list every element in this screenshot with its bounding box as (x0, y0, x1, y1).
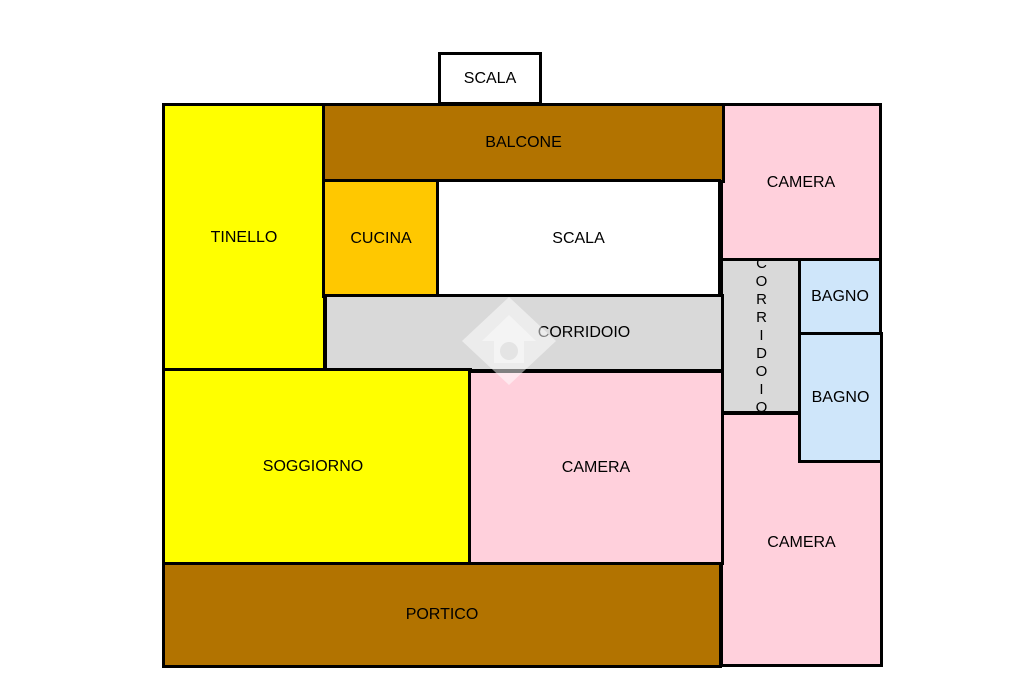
room-bagno-1: BAGNO (798, 258, 882, 336)
room-portico-label: PORTICO (405, 606, 479, 623)
room-camera-center-label: CAMERA (561, 458, 631, 476)
room-camera-center: CAMERA (468, 370, 724, 565)
room-soggiorno-label: SOGGIORNO (262, 457, 364, 475)
room-soggiorno: SOGGIORNO (162, 368, 472, 565)
room-tinello: TINELLO (162, 103, 326, 373)
room-scala-top: SCALA (438, 52, 542, 105)
house-watermark-icon (462, 297, 556, 385)
room-camera-bottom-right-label: CAMERA (767, 533, 836, 551)
room-corridoio-vertical: CORRIDOIO (720, 255, 803, 417)
room-portico: PORTICO (162, 562, 722, 668)
room-cucina-label: CUCINA (350, 229, 412, 247)
room-balcone-label: BALCONE (485, 134, 562, 151)
room-scala-inner: SCALA (436, 179, 721, 298)
room-corridoio-label: CORRIDOIO (537, 324, 631, 341)
room-bagno-1-label: BAGNO (811, 288, 869, 305)
room-tinello-label: TINELLO (210, 229, 278, 246)
room-scala-inner-label: SCALA (552, 229, 605, 247)
room-bagno-2: BAGNO (798, 332, 883, 463)
room-camera-top-right-label: CAMERA (766, 174, 836, 191)
room-scala-top-label: SCALA (463, 69, 517, 87)
room-balcone: BALCONE (322, 103, 725, 183)
room-corridoio-vertical-label: CORRIDOIO (753, 255, 770, 417)
room-camera-top-right: CAMERA (720, 103, 882, 263)
room-bagno-2-label: BAGNO (811, 388, 870, 406)
room-cucina: CUCINA (322, 179, 440, 298)
